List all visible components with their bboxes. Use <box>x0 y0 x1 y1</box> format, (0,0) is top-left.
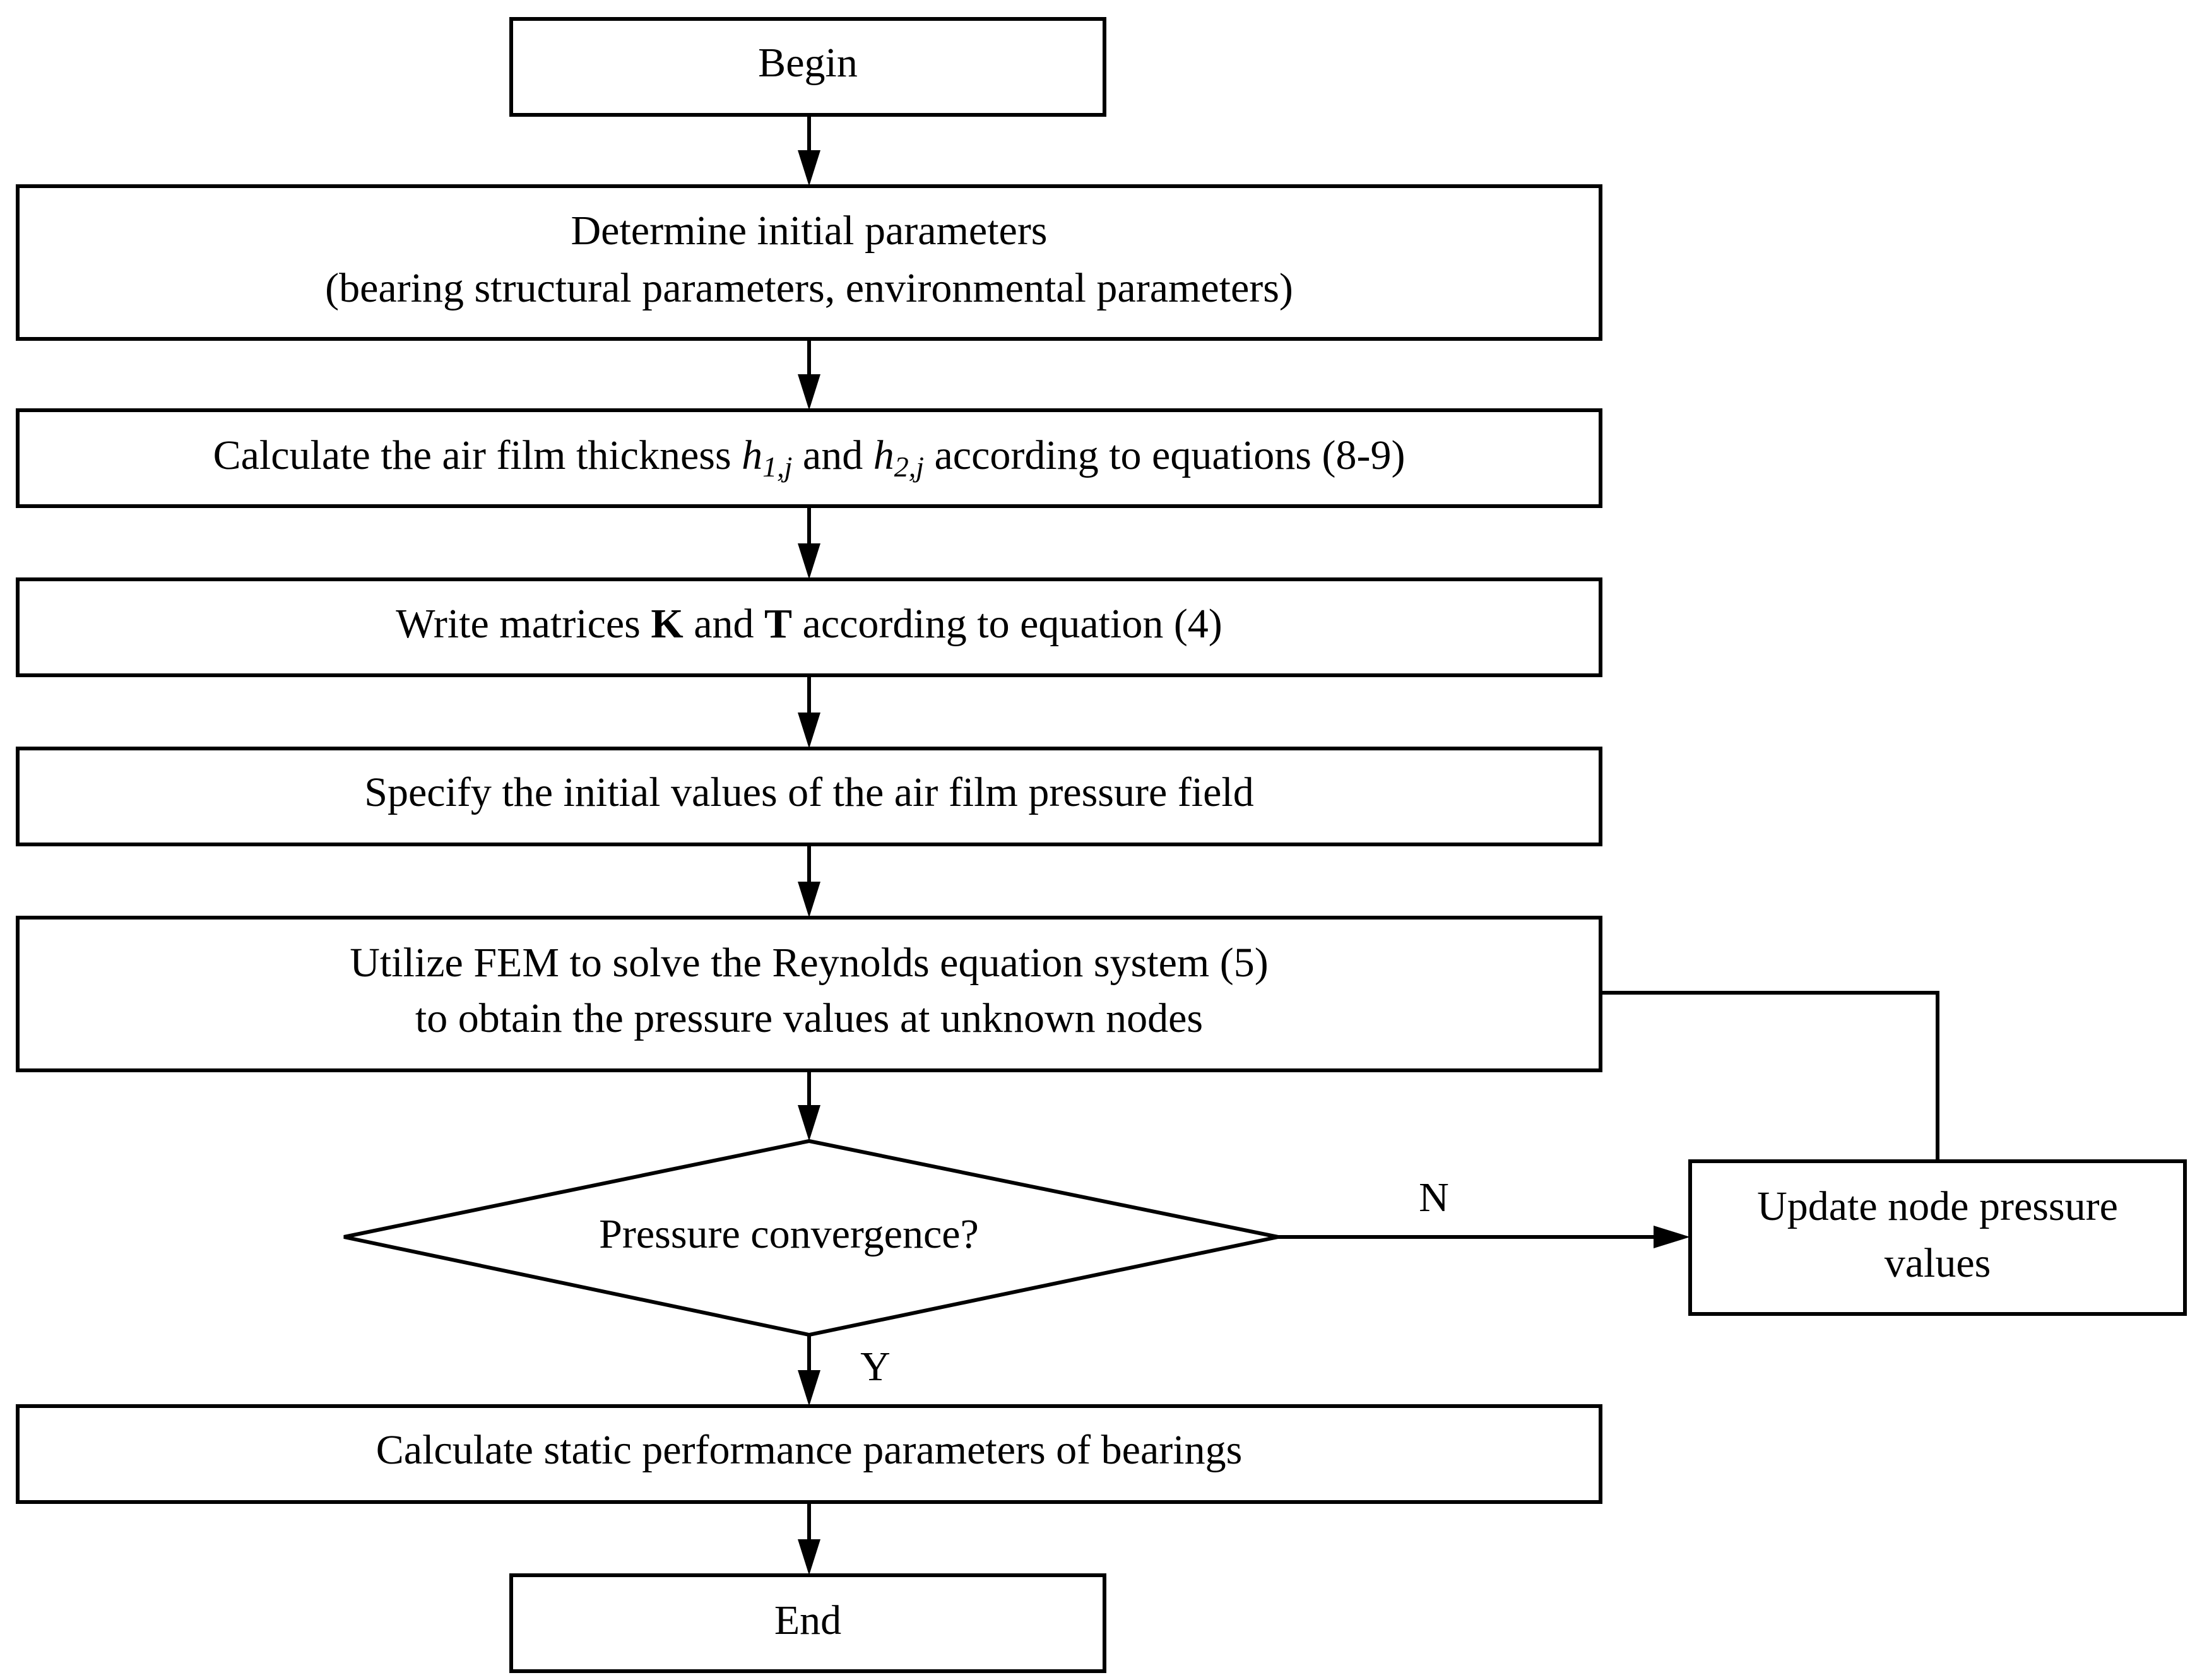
begin-label: Begin <box>758 40 858 86</box>
init-params-node: Determine initial parameters (bearing st… <box>16 184 1602 341</box>
arrow-matrices-to-pressure <box>798 675 820 748</box>
end-node: End <box>509 1573 1106 1673</box>
film-thickness-mid: and <box>792 432 873 478</box>
feedback-line-update-to-fem <box>1601 991 1939 1161</box>
init-params-line2: (bearing structural parameters, environm… <box>325 265 1293 311</box>
fem-solve-node: Utilize FEM to solve the Reynolds equati… <box>16 916 1602 1072</box>
update-node: Update node pressure values <box>1688 1159 2187 1316</box>
convergence-decision: Pressure convergence? <box>343 1139 1279 1337</box>
matrix-k-symbol: K <box>651 601 683 647</box>
yes-label: Y <box>860 1344 891 1390</box>
arrow-thickness-to-matrices <box>798 506 820 579</box>
h1-subscript: 1,j <box>762 451 792 483</box>
film-thickness-node: Calculate the air film thickness h1,j an… <box>16 408 1602 508</box>
fem-solve-line2: to obtain the pressure values at unknown… <box>415 995 1203 1041</box>
static-perf-node: Calculate static performance parameters … <box>16 1404 1602 1504</box>
update-line1: Update node pressure <box>1757 1183 2118 1229</box>
film-thickness-post: according to equations (8-9) <box>924 432 1405 478</box>
arrow-decision-to-static-yes <box>798 1335 820 1406</box>
arrow-pressure-to-fem <box>798 844 820 918</box>
arrow-fem-to-decision <box>798 1070 820 1141</box>
film-thickness-pre: Calculate the air film thickness <box>213 432 742 478</box>
end-label: End <box>774 1597 841 1643</box>
update-line2: values <box>1885 1240 1991 1286</box>
h1-symbol: h <box>742 432 762 478</box>
convergence-label: Pressure convergence? <box>599 1211 979 1257</box>
matrices-pre: Write matrices <box>396 601 651 647</box>
no-label: N <box>1419 1174 1449 1221</box>
matrices-post: according to equation (4) <box>792 601 1222 647</box>
matrices-node: Write matrices K and T according to equa… <box>16 577 1602 677</box>
h2-subscript: 2,j <box>894 451 924 483</box>
matrix-t-symbol: T <box>764 601 792 647</box>
initial-pressure-node: Specify the initial values of the air fi… <box>16 747 1602 846</box>
static-perf-label: Calculate static performance parameters … <box>376 1427 1243 1473</box>
arrow-begin-to-init <box>798 115 820 186</box>
h2-symbol: h <box>873 432 894 478</box>
arrow-decision-to-update-no <box>1278 1226 1690 1248</box>
initial-pressure-label: Specify the initial values of the air fi… <box>364 769 1253 815</box>
begin-node: Begin <box>509 17 1106 117</box>
arrow-init-to-thickness <box>798 339 820 410</box>
matrices-label: Write matrices K and T according to equa… <box>396 601 1222 647</box>
matrices-mid: and <box>684 601 764 647</box>
film-thickness-label: Calculate the air film thickness h1,j an… <box>213 432 1406 482</box>
init-params-line1: Determine initial parameters <box>571 208 1047 254</box>
arrow-static-to-end <box>798 1502 820 1575</box>
fem-solve-line1: Utilize FEM to solve the Reynolds equati… <box>350 940 1268 986</box>
